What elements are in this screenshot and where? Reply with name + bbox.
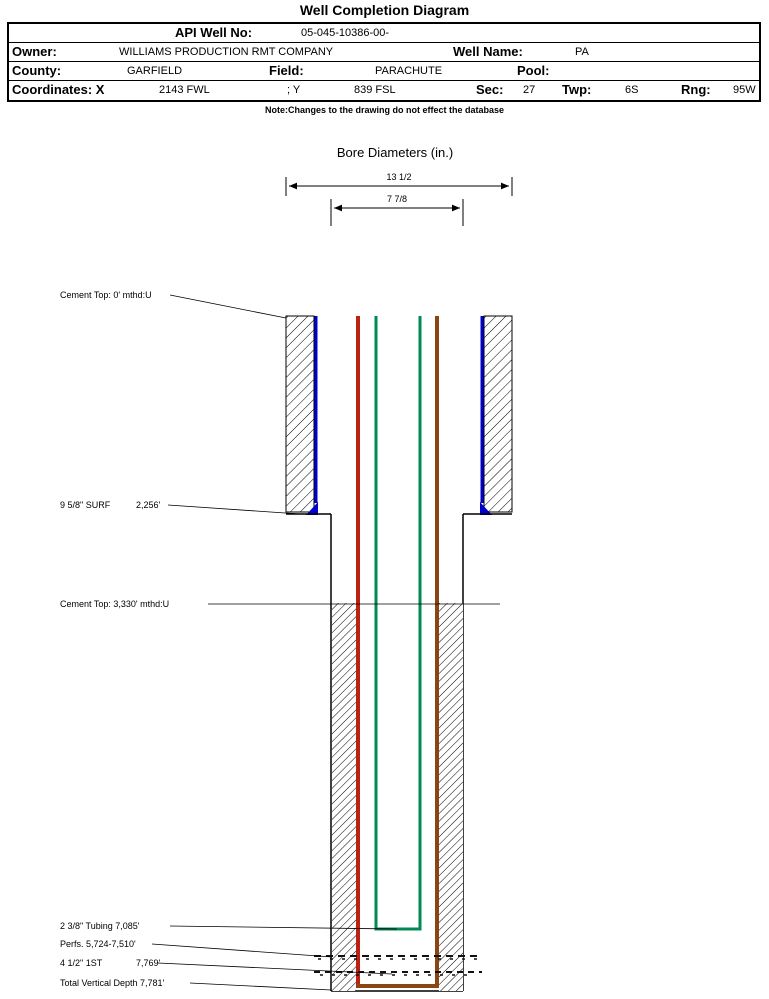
leader-tvd bbox=[189, 982, 332, 991]
production-cement bbox=[332, 603, 463, 991]
casing-shoe-left bbox=[306, 502, 318, 515]
surface-casing-left bbox=[285, 315, 315, 513]
county-label: County: bbox=[12, 63, 62, 78]
surface-casing-depth: 2,256' bbox=[136, 500, 161, 510]
production-cement-right bbox=[439, 603, 463, 991]
coordinates-x-value: 2143 FWL bbox=[159, 84, 210, 96]
well-name-value: PA bbox=[575, 46, 589, 58]
coordinates-y-value: 839 FSL bbox=[354, 84, 396, 96]
leader-perfs bbox=[151, 943, 333, 958]
production-casing-label: 4 1/2" 1ST bbox=[60, 958, 103, 968]
sec-value: 27 bbox=[523, 84, 536, 96]
sec-label: Sec: bbox=[476, 82, 504, 97]
coordinates-label: Coordinates: X bbox=[12, 82, 105, 97]
production-casing-depth: 7,769' bbox=[136, 958, 161, 968]
surface-casing bbox=[285, 315, 513, 513]
well-name-label: Well Name: bbox=[453, 44, 523, 59]
coordinates-row: Coordinates: X 2143 FWL ; Y 839 FSL Sec:… bbox=[9, 81, 759, 100]
surface-casing-label: 9 5/8" SURF bbox=[60, 500, 111, 510]
county-value: GARFIELD bbox=[127, 65, 183, 77]
dimension-inner-label: 7 7/8 bbox=[387, 194, 407, 204]
production-casing bbox=[356, 316, 439, 988]
surface-casing-right bbox=[483, 315, 513, 513]
field-value: PARACHUTE bbox=[375, 65, 443, 77]
tubing-path bbox=[374, 316, 422, 931]
well-schematic: Bore Diameters (in.) 13 1/2 7 7/8 bbox=[60, 145, 513, 992]
rng-label: Rng: bbox=[681, 82, 711, 97]
annotations: Cement Top: 0' mthd:U 9 5/8" SURF 2,256'… bbox=[60, 290, 169, 988]
owner-row: Owner: WILLIAMS PRODUCTION RMT COMPANY W… bbox=[9, 43, 759, 62]
twp-value: 6S bbox=[625, 84, 639, 96]
header-table: API Well No: 05-045-10386-00- Owner: WIL… bbox=[7, 22, 761, 102]
pool-label: Pool: bbox=[517, 63, 550, 78]
casing-shoe-right bbox=[480, 502, 492, 515]
production-cement-left bbox=[332, 603, 356, 991]
dimension-inner bbox=[330, 199, 464, 226]
leader-surface-casing bbox=[167, 504, 301, 515]
cement-top-surface-label: Cement Top: 0' mthd:U bbox=[60, 290, 152, 300]
leader-cement-top-surface bbox=[169, 294, 287, 319]
field-label: Field: bbox=[269, 63, 304, 78]
perfs-label: Perfs. 5,724-7,510' bbox=[60, 939, 136, 949]
borehole bbox=[286, 513, 512, 992]
note-text: Note:Changes to the drawing do not effec… bbox=[264, 105, 505, 115]
tvd-label: Total Vertical Depth 7,781' bbox=[60, 978, 165, 988]
dimension-outer-label: 13 1/2 bbox=[386, 172, 411, 182]
owner-value: WILLIAMS PRODUCTION RMT COMPANY bbox=[119, 46, 334, 58]
surface-cement bbox=[306, 316, 492, 515]
owner-label: Owner: bbox=[12, 44, 57, 59]
api-value: 05-045-10386-00- bbox=[301, 27, 390, 39]
api-label: API Well No: bbox=[175, 25, 253, 40]
tubing-string bbox=[374, 316, 422, 931]
rng-value: 95W bbox=[733, 84, 756, 96]
leader-production-casing bbox=[157, 962, 393, 975]
page-title: Well Completion Diagram bbox=[299, 2, 470, 18]
leader-tubing bbox=[169, 925, 398, 930]
dimension-outer bbox=[285, 177, 513, 196]
coordinates-y-label: ; Y bbox=[287, 84, 301, 96]
cement-top-production-label: Cement Top: 3,330' mthd:U bbox=[60, 599, 169, 609]
leader-lines bbox=[151, 294, 500, 991]
bore-diameters-title: Bore Diameters (in.) bbox=[337, 145, 453, 160]
tubing-label: 2 3/8" Tubing 7,085' bbox=[60, 921, 140, 931]
twp-label: Twp: bbox=[562, 82, 592, 97]
county-row: County: GARFIELD Field: PARACHUTE Pool: bbox=[9, 62, 759, 81]
api-row: API Well No: 05-045-10386-00- bbox=[9, 24, 759, 43]
